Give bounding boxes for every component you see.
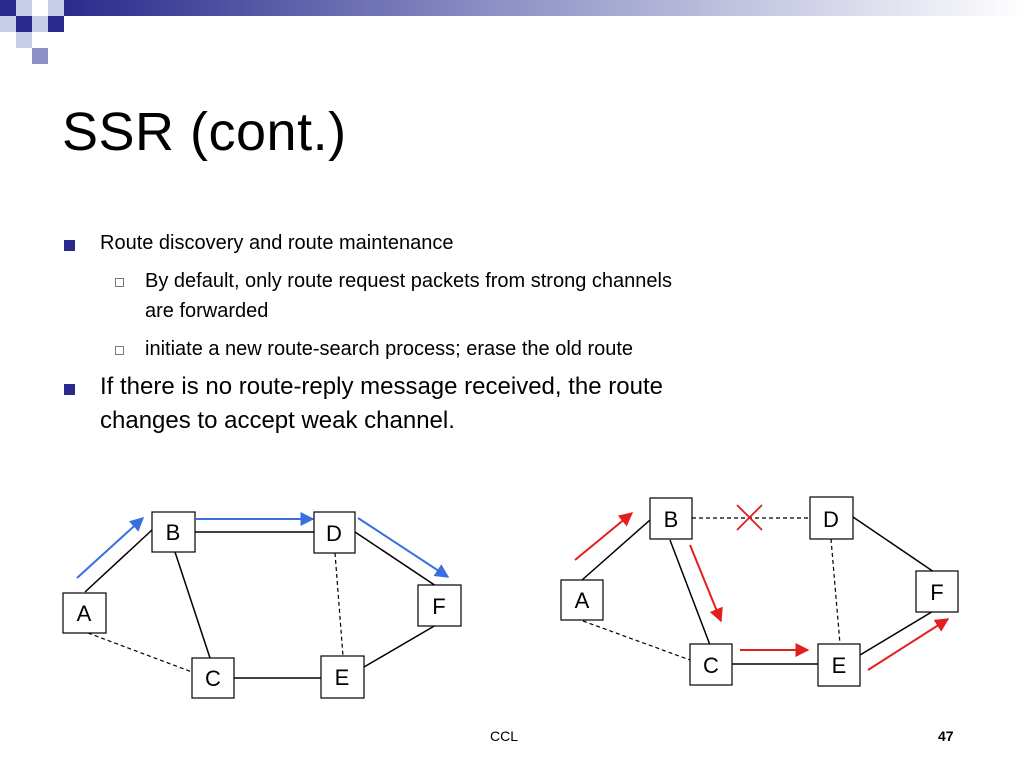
page-number: 47: [938, 728, 954, 744]
node-label: B: [166, 520, 181, 545]
link-a-b: [84, 529, 153, 593]
node-label: D: [326, 521, 342, 546]
weak-link-a-c: [87, 632, 193, 673]
node-label: C: [703, 653, 719, 678]
header-square: [32, 48, 48, 64]
header-square: [16, 16, 32, 32]
node-c: C: [191, 657, 235, 699]
header-square: [16, 32, 32, 48]
node-c: C: [689, 643, 733, 686]
node-label: D: [823, 507, 839, 532]
node-a: A: [62, 592, 107, 634]
header-decoration: [0, 0, 1024, 64]
link-a-b: [581, 519, 651, 581]
weak-link-d-e: [334, 552, 344, 657]
blue-arrow-a-b: [76, 517, 145, 579]
node-f: F: [915, 570, 959, 613]
node-d: D: [809, 496, 854, 540]
left-diagram: A B C D E F: [62, 511, 462, 699]
slide-title: SSR (cont.): [62, 102, 347, 162]
link-d-f: [354, 531, 437, 587]
weak-link-a-c: [582, 620, 691, 661]
link-b-c: [174, 551, 211, 659]
right-diagram: A B C D E F: [560, 496, 959, 687]
node-label: F: [930, 580, 943, 605]
node-d: D: [313, 511, 356, 554]
link-d-f: [852, 516, 935, 573]
node-label: F: [432, 594, 445, 619]
red-arrow-a-b: [574, 512, 634, 561]
broken-link-x-icon: [736, 504, 763, 531]
header-gradient-band: [62, 0, 1024, 16]
weak-link-d-e: [830, 538, 841, 645]
red-arrow-b-c: [689, 544, 723, 623]
node-b: B: [151, 511, 196, 553]
node-e: E: [817, 643, 861, 687]
header-square: [32, 0, 48, 16]
node-label: C: [205, 666, 221, 691]
node-label: A: [77, 601, 92, 626]
node-label: B: [664, 507, 679, 532]
footer-text: CCL: [490, 728, 519, 744]
header-square: [32, 16, 48, 32]
header-square: [0, 16, 16, 32]
node-f: F: [417, 584, 462, 627]
link-e-f: [859, 609, 936, 656]
node-a: A: [560, 579, 604, 621]
node-e: E: [320, 655, 365, 699]
header-square: [48, 0, 64, 16]
header-square: [0, 0, 16, 16]
header-square: [16, 0, 32, 16]
header-square: [48, 16, 64, 32]
link-b-c: [669, 539, 711, 646]
node-label: A: [575, 588, 590, 613]
blue-arrow-d-f: [357, 517, 450, 578]
node-b: B: [649, 497, 693, 540]
node-label: E: [832, 653, 847, 678]
node-label: E: [335, 665, 350, 690]
red-arrow-e-f: [867, 618, 950, 671]
header-square: [32, 32, 48, 48]
link-e-f: [363, 624, 437, 668]
